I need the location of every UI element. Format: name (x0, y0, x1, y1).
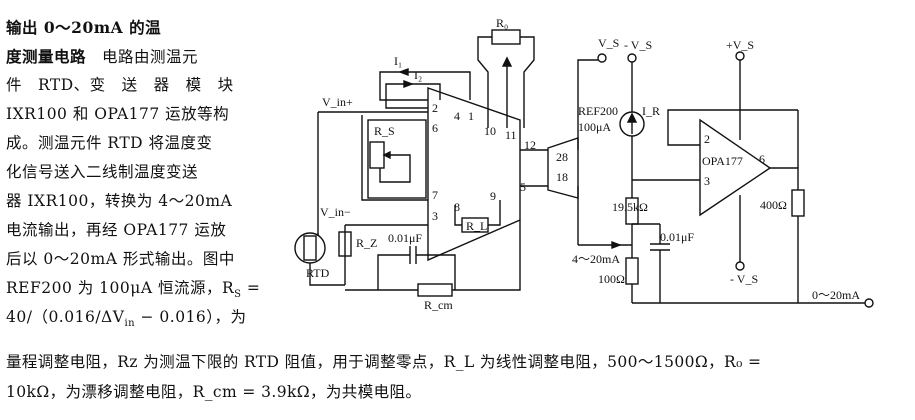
label-pin8: 8 (454, 200, 460, 214)
label-r195: 19.5kΩ (612, 200, 648, 214)
r0-resistor (491, 29, 521, 45)
label-pin6: 6 (432, 121, 438, 135)
label-opa-out6: 6 (759, 152, 765, 166)
label-minus-vs2: - V_S (730, 272, 759, 286)
label-out420: 4～20mA (572, 252, 621, 266)
label-c2: 0.01μF (660, 230, 695, 244)
ixr100-block (427, 87, 521, 262)
label-pin3: 3 (432, 209, 438, 223)
label-out020: 0～20mA (812, 288, 861, 302)
opa177-amp (699, 118, 772, 217)
description-line: 度测量电路 电路由测温元 (6, 47, 199, 66)
label-pin4: 4 (454, 109, 460, 123)
label-vs-top: V_S (598, 36, 620, 50)
label-ref200: REF200 (578, 104, 619, 118)
label-pin7: 7 (432, 188, 438, 202)
description-line: 成。测温元件 RTD 将温度变 (6, 134, 213, 152)
description-line: 件 RTD、变 送 器 模 块 (6, 76, 234, 94)
label-r100: 100Ω (598, 272, 625, 286)
bottom-text-line-1: 量程调整电阻，Rz 为测温下限的 RTD 阻值，用于调整零点，R_L 为线性调整… (6, 353, 762, 371)
label-i2: I₂ (414, 68, 423, 82)
label-current: 100μA (578, 120, 612, 134)
description-line: 化信号送入二线制温度变送 (6, 163, 199, 181)
label-c1: 0.01μF (388, 231, 423, 245)
label-pin10: 10 (484, 124, 496, 138)
label-opa-in2: 2 (704, 132, 710, 146)
label-rcm: R_cm (424, 298, 453, 312)
description-line: 输出 0～20mA 的温 (6, 18, 162, 37)
label-pin2: 2 (432, 101, 438, 115)
label-vin-plus: V_in+ (322, 95, 353, 109)
label-r400: 400Ω (760, 198, 787, 212)
label-ir: I_R (642, 104, 660, 118)
description-line: REF200 为 100μA 恒流源，RS = (6, 279, 261, 301)
description-line: 后以 0～20mA 形式输出。图中 (6, 250, 235, 268)
description-line: IXR100 和 OPA177 运放等构 (6, 105, 230, 123)
label-r0: R₀ (496, 16, 509, 30)
rs-resistor (369, 141, 385, 169)
label-rl: R_L (466, 219, 488, 233)
description-line: 电流输出，再经 OPA177 运放 (6, 221, 227, 239)
label-rs: R_S (374, 124, 395, 138)
label-pin28: 28 (556, 150, 568, 164)
label-pin9: 9 (490, 189, 496, 203)
label-vin-minus: V_in− (320, 205, 351, 219)
r100-resistor (625, 257, 639, 285)
label-pin11: 11 (505, 128, 517, 142)
label-rz: R_Z (356, 236, 378, 250)
label-pin1: 1 (468, 109, 474, 123)
label-pin12: 12 (524, 138, 536, 152)
description-line: 器 IXR100，转换为 4～20mA (6, 192, 233, 210)
label-rtd: RTD (306, 266, 330, 280)
label-plus-vs: +V_S (726, 38, 755, 52)
label-opa-in3: 3 (704, 174, 710, 188)
bottom-text-line-2: 10kΩ，为漂移调整电阻，R_cm = 3.9kΩ，为共模电阻。 (6, 383, 422, 401)
coupler-block (547, 137, 579, 199)
label-minus-vs: - V_S (624, 38, 653, 52)
rcm-resistor (417, 283, 453, 297)
r400-resistor (791, 189, 805, 217)
label-pin5: 5 (520, 180, 526, 194)
rtd-sensor (294, 232, 326, 264)
rz-resistor (338, 231, 352, 257)
label-opa177: OPA177 (702, 154, 743, 168)
label-pin18: 18 (556, 170, 568, 184)
label-i1: I₁ (394, 54, 403, 68)
description-line: 40/（0.016/ΔVin − 0.016），为 (6, 308, 247, 330)
